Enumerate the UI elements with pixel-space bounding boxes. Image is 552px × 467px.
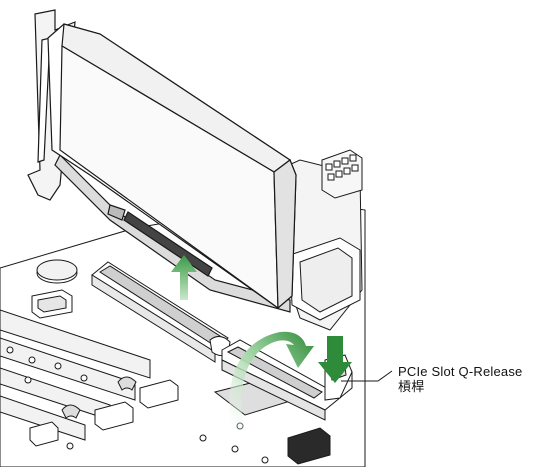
rotation-arrow	[229, 331, 314, 430]
down-arrow	[318, 336, 352, 383]
callout-label: PCIe Slot Q-Release 槓桿	[398, 364, 522, 394]
pcie-slot-empty	[91, 261, 231, 363]
graphics-card	[27, 9, 297, 313]
up-arrow	[171, 255, 197, 300]
callout-line-2: 槓桿	[398, 379, 425, 394]
callout-leader	[341, 370, 393, 382]
callout-line-1: PCIe Slot Q-Release	[398, 364, 523, 379]
